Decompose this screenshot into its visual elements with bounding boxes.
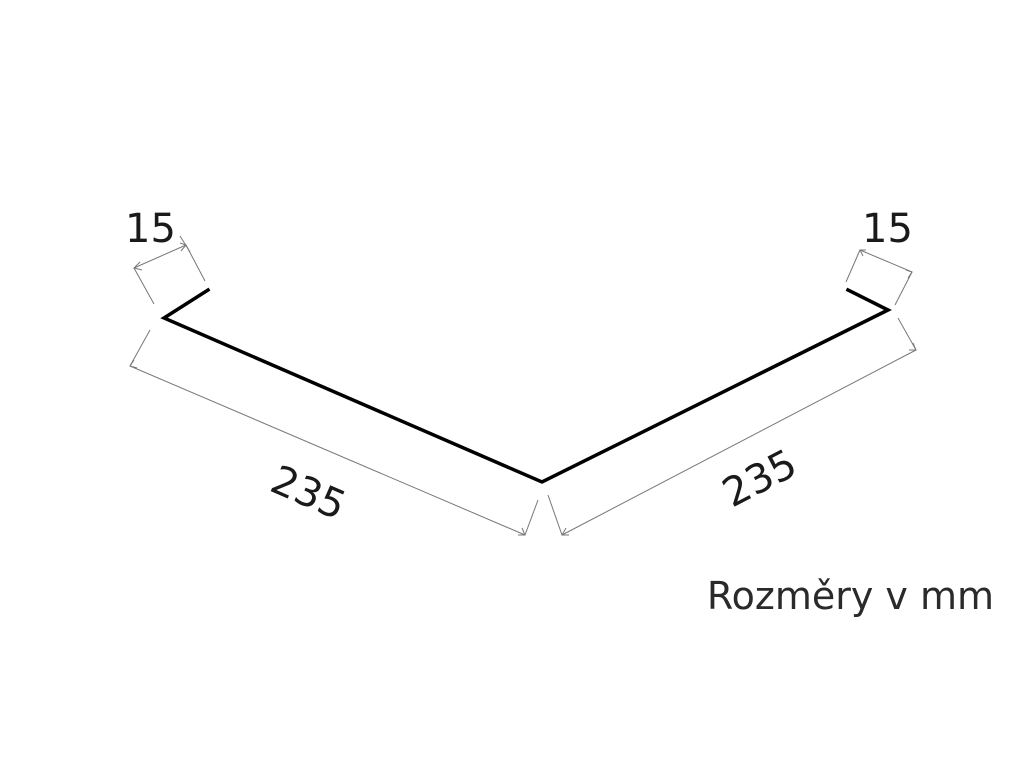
right-side-label: 235 <box>715 441 804 517</box>
left-side-label: 235 <box>264 457 352 530</box>
left-side-dimension <box>129 329 539 536</box>
right-flange-dimension <box>845 249 913 306</box>
profile-outline <box>160 287 892 484</box>
right-flange-label: 15 <box>862 206 913 252</box>
left-flange-label: 15 <box>125 206 176 252</box>
left-flange-dimension <box>133 235 206 305</box>
right-side-dimension <box>547 317 917 536</box>
units-caption: Rozměry v mm <box>707 574 994 618</box>
